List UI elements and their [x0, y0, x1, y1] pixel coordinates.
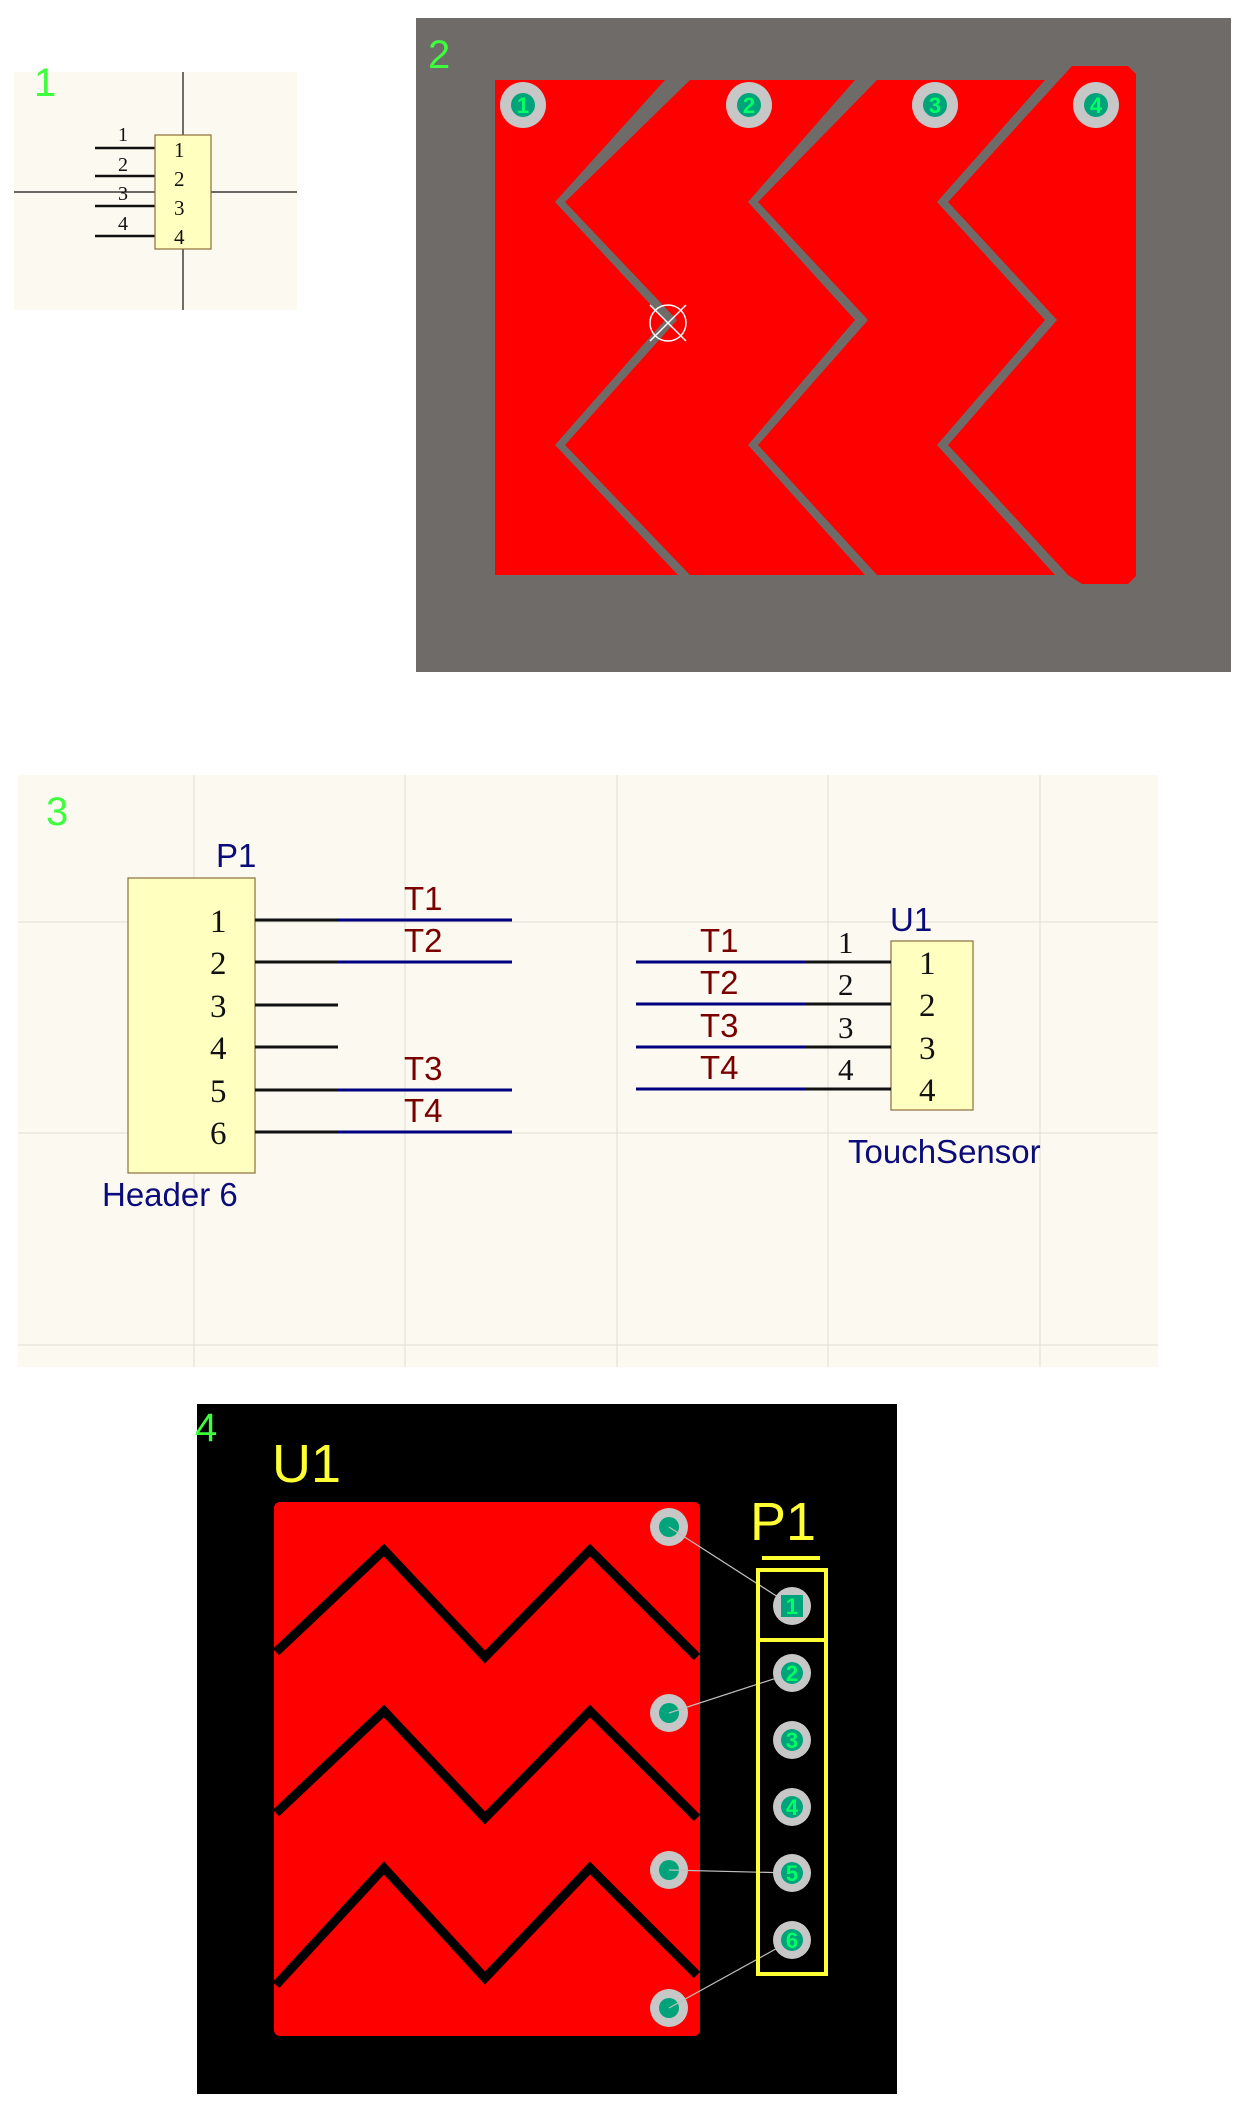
- header-pad-5: 5: [773, 1854, 811, 1892]
- pad-hole: [511, 93, 535, 117]
- svg-text:6: 6: [786, 1928, 798, 1953]
- copper-electrode-2: [565, 80, 865, 575]
- pad-number: 2: [743, 93, 755, 118]
- header-pad-1: 1: [773, 1587, 811, 1625]
- pin-number: 1: [118, 124, 128, 146]
- svg-text:2: 2: [786, 1661, 798, 1686]
- header-pad-4: 4: [773, 1788, 811, 1826]
- pad-hole: [923, 93, 947, 117]
- sensor-comment: TouchSensor: [848, 1133, 1041, 1170]
- sensor-body-pin: 4: [919, 1073, 936, 1109]
- copper-electrode-3: [758, 80, 1055, 575]
- header-comment: Header 6: [102, 1176, 238, 1213]
- panel-2-number: 2: [428, 33, 450, 77]
- svg-text:1: 1: [786, 1594, 798, 1619]
- header-pad-3: 3: [773, 1721, 811, 1759]
- body-pin-label: 3: [174, 196, 185, 220]
- sensor-body-pin: 1: [919, 946, 936, 982]
- header-designator: P1: [750, 1492, 816, 1552]
- copper-electrode-4: [948, 66, 1136, 584]
- pin-number: 2: [118, 154, 128, 176]
- header-pin-label: 4: [210, 1031, 227, 1067]
- panel-1-number: 1: [34, 61, 56, 105]
- sensor-copper-area: [274, 1502, 700, 2036]
- sensor-gap-lines: [272, 1543, 701, 1989]
- svg-text:5: 5: [786, 1861, 798, 1886]
- ratsnest-lines: [668, 1526, 793, 2009]
- panel-2-pad-2: 2: [726, 82, 772, 128]
- net-label: T1: [404, 880, 443, 917]
- sensor-wires: [636, 960, 806, 1091]
- net-label: T2: [700, 964, 739, 1001]
- header-pin-leads: [255, 918, 338, 1134]
- net-label: T3: [404, 1050, 443, 1087]
- header-pin-label: 6: [210, 1116, 227, 1152]
- sensor-pin-number: 3: [838, 1010, 854, 1045]
- panel-4: 4 U1 P1: [195, 1404, 897, 2094]
- header-pin-label: 3: [210, 989, 227, 1025]
- header-silkscreen: [756, 1556, 828, 1976]
- sensor-designator: U1: [890, 901, 932, 938]
- sensor-pin-number: 1: [838, 925, 854, 960]
- header-pin-label: 2: [210, 946, 227, 982]
- pad-number: 3: [929, 93, 941, 118]
- header-pin-label: 5: [210, 1074, 227, 1110]
- sensor-body-pin: 2: [919, 988, 936, 1024]
- touch-sensor-u1: U1 1 2 3 4 TouchSensor 1 2 3 4: [636, 901, 1041, 1170]
- header-pad-6: 6: [773, 1921, 811, 1959]
- sensor-designator: U1: [272, 1434, 341, 1494]
- pad-number: 1: [517, 93, 529, 118]
- header-body: [127, 877, 256, 1174]
- pin-number: 4: [118, 213, 128, 235]
- panel-2-pad-4: 4: [1073, 82, 1119, 128]
- sensor-pin-leads: [806, 960, 891, 1091]
- net-label: T1: [700, 922, 739, 959]
- header-p1: P1 Header 6 1 2 3 4 5 6: [102, 837, 512, 1213]
- panel-1-pins: 1 2 3 4: [95, 124, 155, 238]
- pad-number: 4: [1090, 93, 1103, 118]
- header-pin-label: 1: [210, 904, 227, 940]
- body-pin-label: 2: [174, 167, 185, 191]
- panel-3-number: 3: [46, 790, 68, 834]
- net-label: T4: [700, 1049, 739, 1086]
- sensor-pin-number: 4: [838, 1052, 854, 1087]
- svg-text:4: 4: [786, 1795, 799, 1820]
- sensor-body: [890, 940, 974, 1111]
- body-pin-label: 1: [174, 138, 185, 162]
- svg-text:3: 3: [786, 1728, 798, 1753]
- panel-4-number: 4: [195, 1406, 217, 1450]
- header-pad-2: 2: [773, 1654, 811, 1692]
- panel-2: 2 1 2 3 4: [416, 18, 1231, 672]
- panel-2-pad-1: 1: [500, 82, 546, 128]
- header-designator: P1: [216, 837, 256, 874]
- panel-1-component-body: [154, 134, 212, 250]
- origin-marker-icon: [649, 304, 687, 342]
- net-label: T3: [700, 1007, 739, 1044]
- net-label: T4: [404, 1092, 443, 1129]
- sensor-pin-number: 2: [838, 967, 854, 1002]
- panel-3: 3 P1 Header 6 1 2 3 4 5 6: [18, 775, 1158, 1367]
- header-wires: [338, 918, 512, 1134]
- panel-1: 1 1 2 3 4 1 2 3 4: [14, 61, 297, 310]
- pad-hole: [737, 93, 761, 117]
- body-pin-label: 4: [174, 225, 185, 249]
- panel-2-pad-3: 3: [912, 82, 958, 128]
- copper-electrode-1: [495, 80, 678, 575]
- sensor-body-pin: 3: [919, 1031, 936, 1067]
- pin-number: 3: [118, 183, 128, 205]
- pad-hole: [1084, 93, 1108, 117]
- net-label: T2: [404, 922, 443, 959]
